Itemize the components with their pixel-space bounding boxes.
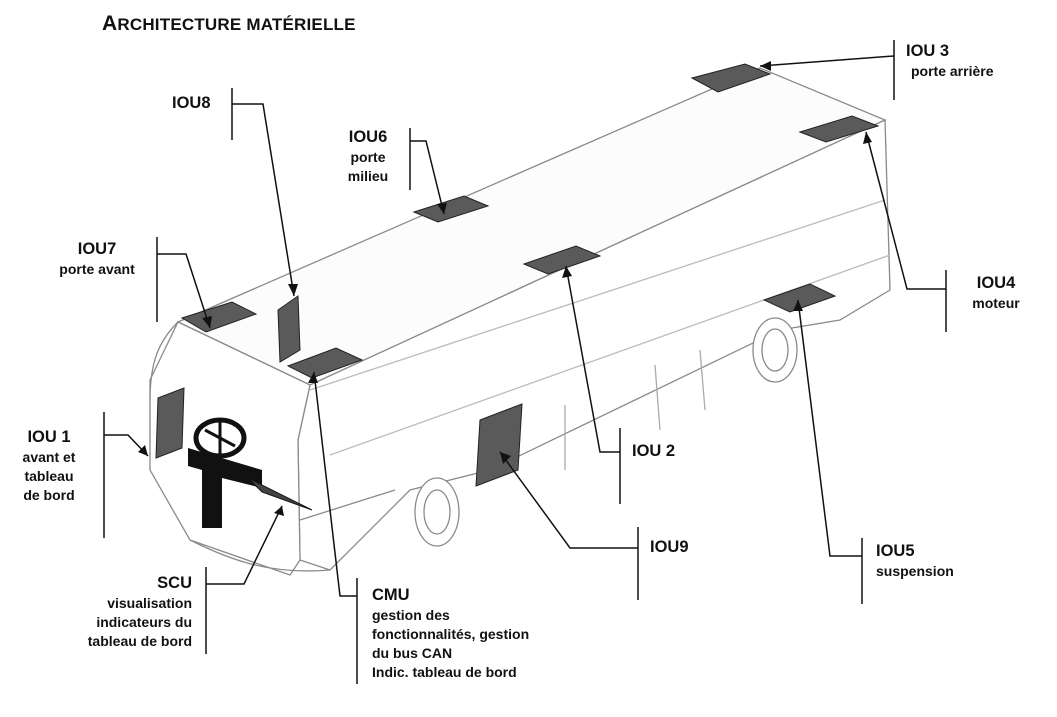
label-iou1-desc2: tableau <box>24 468 74 484</box>
label-iou1: IOU 1 avant et tableau de bord <box>2 426 96 505</box>
label-iou4-desc: moteur <box>972 295 1020 311</box>
label-scu-desc1: visualisation <box>107 595 192 611</box>
label-iou7-desc: porte avant <box>59 261 135 277</box>
label-iou9-name: IOU9 <box>650 538 689 556</box>
label-cmu-desc1: gestion des <box>372 607 450 623</box>
module-iou3 <box>690 63 772 93</box>
arrowheads <box>138 61 872 516</box>
label-iou9: IOU9 <box>650 536 689 558</box>
label-iou5-name: IOU5 <box>876 542 915 560</box>
label-cmu-desc2: fonctionnalités, gestion <box>372 626 530 642</box>
label-iou2: IOU 2 <box>632 440 675 462</box>
label-iou3-name: IOU 3 <box>906 42 950 60</box>
module-iou1 <box>155 387 185 459</box>
label-iou1-desc1: avant et <box>22 449 76 465</box>
module-iou6 <box>412 195 490 223</box>
module-iou5 <box>762 283 837 313</box>
label-iou5: IOU5 suspension <box>876 540 954 581</box>
bus-illustration <box>149 67 891 576</box>
dashboard-icon <box>188 417 313 528</box>
label-scu-desc2: indicateurs du <box>96 614 192 630</box>
label-scu-desc3: tableau de bord <box>87 633 192 649</box>
label-iou6: IOU6 porte milieu <box>338 126 398 186</box>
label-iou6-desc2: milieu <box>347 168 389 184</box>
label-iou6-desc1: porte <box>350 149 386 165</box>
label-iou1-desc3: de bord <box>23 487 75 503</box>
label-scu-name: SCU <box>157 574 192 592</box>
label-cmu-desc3: du bus CAN <box>372 645 453 661</box>
label-iou6-name: IOU6 <box>348 128 388 146</box>
label-iou4: IOU4 moteur <box>956 272 1036 313</box>
label-iou5-desc: suspension <box>876 563 954 579</box>
module-iou2 <box>522 245 602 275</box>
module-cmu <box>286 347 364 379</box>
module-iou8 <box>277 295 301 363</box>
title-rest: RCHITECTURE MATÉRIELLE <box>117 15 356 34</box>
title-initial: A <box>102 12 118 35</box>
module-iou7 <box>180 301 258 333</box>
label-iou7: IOU7 porte avant <box>44 238 150 279</box>
page-title: ARCHITECTURE MATÉRIELLE <box>102 12 356 36</box>
leader-lines <box>103 40 947 684</box>
label-iou8: IOU8 <box>172 92 211 114</box>
label-cmu-name: CMU <box>372 586 410 604</box>
module-iou4 <box>798 115 880 143</box>
label-scu: SCU visualisation indicateurs du tableau… <box>40 572 192 651</box>
label-iou2-name: IOU 2 <box>632 442 676 460</box>
label-iou4-name: IOU4 <box>976 274 1016 292</box>
label-iou8-name: IOU8 <box>172 94 211 112</box>
label-iou3-desc: porte arrière <box>911 63 994 79</box>
label-iou1-name: IOU 1 <box>27 428 71 446</box>
label-cmu-desc4: Indic. tableau de bord <box>372 664 517 680</box>
label-iou7-name: IOU7 <box>77 240 117 258</box>
label-cmu: CMU gestion des fonctionnalités, gestion… <box>372 584 602 684</box>
label-iou3: IOU 3 porte arrière <box>906 40 993 81</box>
